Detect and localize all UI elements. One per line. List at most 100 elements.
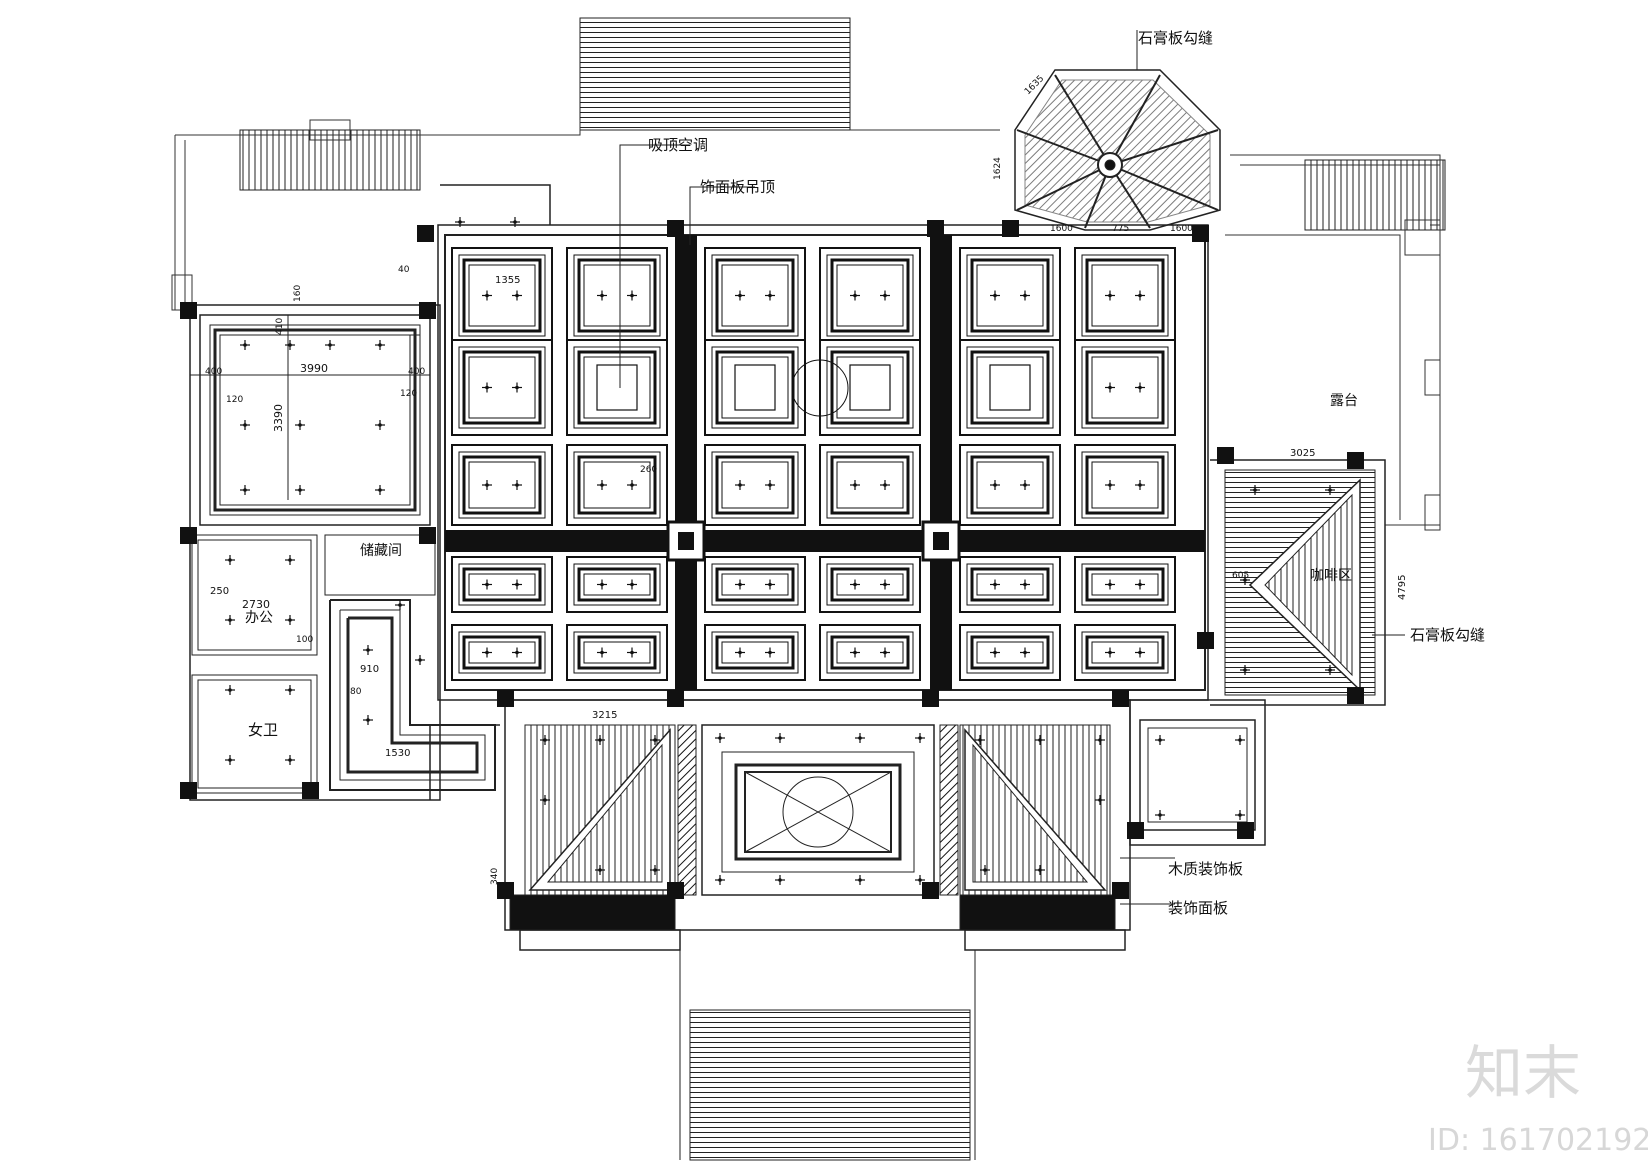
coffer-panel <box>451 624 553 681</box>
ceiling-light <box>510 217 520 227</box>
structural-column <box>922 882 939 899</box>
ceiling-light <box>850 480 860 490</box>
ceiling-light <box>855 875 865 885</box>
dim-3990: 3990 <box>300 362 328 375</box>
label-office: 办公 <box>245 610 273 626</box>
coffer-panel <box>704 339 806 436</box>
ceiling-light <box>1240 665 1250 675</box>
ceiling-light <box>1020 290 1030 301</box>
dim-1635: 1635 <box>1023 74 1046 97</box>
ceiling-light <box>512 579 522 590</box>
coffer-panel <box>451 444 553 526</box>
coffer-panels <box>451 247 1176 681</box>
structural-column <box>1347 687 1364 704</box>
ceiling-light <box>1105 290 1115 301</box>
coffer-panel <box>451 556 553 613</box>
ceiling-light <box>627 647 637 658</box>
structural-column <box>922 690 939 707</box>
coffer-panel <box>959 624 1061 681</box>
structural-column <box>180 782 197 799</box>
coffer-panel <box>959 247 1061 344</box>
coffer-panel <box>819 444 921 526</box>
ceiling-light <box>915 733 925 743</box>
ceiling-light <box>482 480 492 490</box>
ceiling-light <box>1135 647 1145 658</box>
ceiling-light <box>775 733 785 743</box>
structural-column <box>497 882 514 899</box>
ceiling-light <box>597 579 607 590</box>
structural-column <box>1112 882 1129 899</box>
ceiling-light <box>375 340 385 350</box>
annotation-labels: 吸顶空调 饰面板吊顶 石膏板勾缝 露台 储藏间 办公 女卫 咖啡区 石膏板勾缝 … <box>245 29 1485 917</box>
dim-4795: 4795 <box>1397 575 1408 600</box>
structural-column <box>1347 452 1364 469</box>
ceiling-light <box>735 290 745 301</box>
dim-410: 410 <box>275 318 285 335</box>
ceiling-light <box>627 480 637 490</box>
coffer-panel <box>451 339 553 436</box>
bottom-right-wing <box>939 724 1116 931</box>
ceiling-light <box>880 647 890 658</box>
ceiling-light <box>735 647 745 658</box>
ceiling-light <box>990 480 1000 490</box>
female-wc-room <box>191 674 318 794</box>
structural-column <box>180 527 197 544</box>
small-room-right <box>1139 719 1256 831</box>
coffer-panel <box>566 556 668 613</box>
structural-column <box>1237 822 1254 839</box>
ceiling-light <box>512 382 522 393</box>
ceiling-light <box>363 645 373 655</box>
dim-80: 80 <box>350 687 362 697</box>
ceiling-light <box>627 290 637 301</box>
office-room <box>191 534 318 656</box>
dim-3215: 3215 <box>592 710 617 721</box>
ceiling-light <box>375 420 385 430</box>
ceiling-light <box>595 865 605 875</box>
ceiling-light <box>482 290 492 301</box>
ceiling-light <box>540 735 550 745</box>
coffer-panel <box>819 247 921 344</box>
ceiling-light <box>650 865 660 875</box>
structural-column <box>497 690 514 707</box>
ceiling-light <box>1035 865 1045 875</box>
label-coffee-area: 咖啡区 <box>1310 568 1352 584</box>
ceiling-light <box>1020 579 1030 590</box>
air-conditioner-vent <box>849 364 891 411</box>
dim-1355: 1355 <box>495 275 520 286</box>
ceiling-light <box>650 735 660 745</box>
ceiling-light <box>295 485 305 495</box>
dim-1600-a: 1600 <box>1050 224 1073 234</box>
ceiling-light <box>295 420 305 430</box>
ceiling-light <box>880 290 890 301</box>
ceiling-light <box>855 733 865 743</box>
coffee-area-ceiling <box>1224 469 1376 696</box>
ceiling-light <box>375 485 385 495</box>
ceiling-light <box>363 715 373 725</box>
label-terrace: 露台 <box>1330 393 1358 409</box>
ceiling-light <box>285 685 295 695</box>
structural-column <box>1197 632 1214 649</box>
ceiling-light <box>1135 382 1145 393</box>
dim-400-b: 400 <box>408 367 425 377</box>
meeting-room-ceiling <box>190 314 431 526</box>
structural-columns <box>180 220 1364 899</box>
ceiling-light <box>1095 735 1105 745</box>
stairs-right <box>1304 159 1446 231</box>
air-conditioner-vent <box>734 364 776 411</box>
dim-400-a: 400 <box>205 367 222 377</box>
label-storage: 储藏间 <box>360 543 402 559</box>
ceiling-light <box>240 340 250 350</box>
ceiling-light <box>715 875 725 885</box>
dim-1530: 1530 <box>385 748 410 759</box>
label-decor-panel: 装饰面板 <box>1168 899 1228 917</box>
air-conditioner-vent <box>989 364 1031 411</box>
ceiling-light <box>990 647 1000 658</box>
dim-910: 910 <box>360 664 379 675</box>
structural-column <box>417 225 434 242</box>
structural-column <box>667 220 684 237</box>
entrance-ceiling <box>701 724 935 896</box>
stairs-bottom <box>679 950 976 1161</box>
ceiling-light <box>225 615 235 625</box>
structural-column <box>1127 822 1144 839</box>
dim-3025: 3025 <box>1290 448 1315 459</box>
